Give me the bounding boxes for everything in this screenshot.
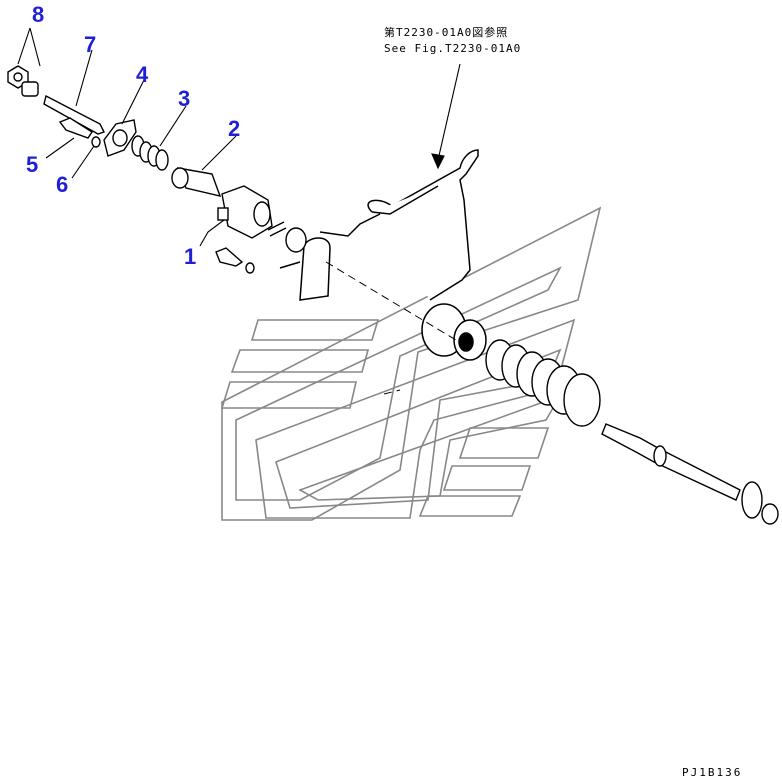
leader-lines bbox=[17, 27, 461, 247]
callout-5: 5 bbox=[26, 152, 39, 177]
drawing-code: PJ1B136 bbox=[682, 766, 743, 779]
callout-7: 7 bbox=[84, 32, 97, 57]
reference-note-en: See Fig.T2230-01A0 bbox=[384, 42, 522, 55]
callout-2: 2 bbox=[228, 116, 241, 141]
small-parts bbox=[7, 65, 307, 274]
reference-note-jp: 第T2230-01A0図参照 bbox=[384, 26, 509, 39]
callout-3: 3 bbox=[178, 86, 191, 111]
callout-8: 8 bbox=[32, 2, 45, 27]
return-spring bbox=[485, 339, 601, 427]
alignment-lines bbox=[325, 261, 457, 395]
callout-1: 1 bbox=[184, 244, 197, 269]
callout-6: 6 bbox=[56, 172, 69, 197]
callout-4: 4 bbox=[136, 62, 149, 87]
pedal-assembly bbox=[279, 149, 487, 361]
machine-silhouette bbox=[220, 206, 602, 521]
adjusting-rod bbox=[601, 423, 779, 525]
